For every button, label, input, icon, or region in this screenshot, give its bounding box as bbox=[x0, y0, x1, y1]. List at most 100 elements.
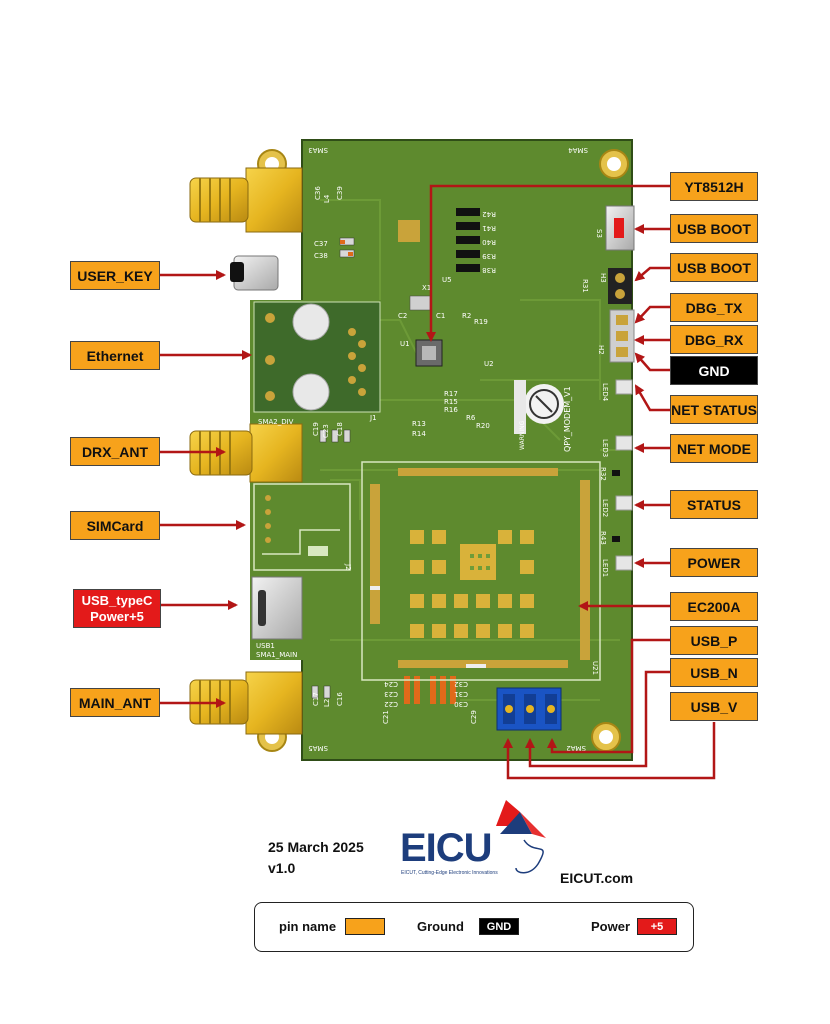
silk-c32: C32 bbox=[454, 680, 468, 688]
silk-h3: H3 bbox=[599, 273, 607, 283]
silk-c21: C21 bbox=[382, 710, 390, 724]
label-net-mode: NET MODE bbox=[670, 434, 758, 463]
usb-jumpers bbox=[496, 687, 562, 731]
silk-r17: R17 bbox=[444, 390, 458, 398]
silk-c1: C1 bbox=[436, 312, 445, 320]
legend-ground-label: Ground bbox=[417, 919, 464, 934]
label-dbg-rx: DBG_RX bbox=[670, 325, 758, 354]
label-user-key: USER_KEY bbox=[70, 261, 160, 290]
silk-c31: C31 bbox=[454, 690, 468, 698]
user-key-button bbox=[230, 255, 279, 291]
label-usb-typec: USB_typeC Power+5 bbox=[73, 589, 161, 628]
silk-r42: R42 bbox=[482, 210, 496, 218]
arrow-net-status bbox=[634, 384, 670, 412]
silk-c17: C17 bbox=[312, 692, 320, 706]
silk-led1: LED1 bbox=[601, 559, 609, 577]
silk-u2: U2 bbox=[484, 360, 494, 368]
legend-power-label: Power bbox=[591, 919, 631, 934]
silk-r33: R33 bbox=[291, 279, 299, 293]
label-usb-p: USB_P bbox=[670, 626, 758, 655]
label-yt8512h: YT8512H bbox=[670, 172, 758, 201]
warning-logo bbox=[514, 380, 564, 434]
silk-c23b: C23 bbox=[384, 690, 398, 698]
silk-r31: R31 bbox=[581, 279, 589, 293]
silk-c24: C24 bbox=[384, 680, 398, 688]
label-usb-boot-header: USB BOOT bbox=[670, 253, 758, 282]
usb-boot-switch bbox=[605, 205, 635, 251]
silk-r39: R39 bbox=[482, 252, 496, 260]
silk-c30: C30 bbox=[454, 700, 468, 708]
silk-c18: C18 bbox=[336, 422, 344, 436]
silk-u5: U5 bbox=[442, 276, 452, 284]
arrow-usb-boot-header bbox=[634, 266, 670, 282]
arrow-usb-n bbox=[525, 670, 670, 768]
legend-pin-name-label: pin name bbox=[279, 919, 337, 934]
silk-c36: C36 bbox=[314, 186, 322, 200]
eicu-logo: EICU bbox=[400, 826, 493, 870]
leds bbox=[612, 379, 633, 571]
silk-j2: J2 bbox=[344, 563, 352, 571]
silk-c19: C19 bbox=[312, 422, 320, 436]
silk-x1: X1 bbox=[422, 284, 431, 292]
silk-sma1-main: SMA1_MAIN bbox=[256, 651, 297, 659]
silk-r19: R19 bbox=[474, 318, 488, 326]
silk-c22: C22 bbox=[384, 700, 398, 708]
silk-u1: U1 bbox=[400, 340, 410, 348]
silk-l2: L2 bbox=[323, 699, 331, 707]
legend-box: pin name Ground GND Power +5 bbox=[254, 902, 694, 952]
simcard-holder bbox=[253, 483, 351, 571]
silk-ant-wifi: ANT_WIFI bbox=[258, 244, 291, 252]
silk-sma2: SMA2 bbox=[566, 744, 586, 752]
label-usb-typec-line2: Power+5 bbox=[90, 608, 144, 624]
silk-c23: C23 bbox=[322, 424, 330, 438]
legend-pin-name-swatch bbox=[345, 918, 385, 935]
silk-r20: R20 bbox=[476, 422, 490, 430]
label-power: POWER bbox=[670, 548, 758, 577]
silk-sma5: SMA5 bbox=[308, 744, 328, 752]
silk-sma2-div: SMA2_DIV bbox=[258, 418, 294, 426]
label-status: STATUS bbox=[670, 490, 758, 519]
silk-r14: R14 bbox=[412, 430, 426, 438]
eicu-logo-tagline: EICUT, Cutting-Edge Electronic Innovatio… bbox=[401, 870, 498, 876]
silk-led4: LED4 bbox=[601, 383, 609, 402]
resistor-bank bbox=[456, 208, 480, 272]
sma-wifi-connector bbox=[189, 167, 303, 233]
silk-c29: C29 bbox=[470, 710, 478, 724]
label-usb-n: USB_N bbox=[670, 658, 758, 687]
footer-date: 25 March 2025 bbox=[268, 839, 364, 855]
silk-r13: R13 bbox=[412, 420, 426, 428]
footer-version: v1.0 bbox=[268, 860, 296, 876]
label-drx-ant: DRX_ANT bbox=[70, 437, 160, 466]
silk-h2: H2 bbox=[597, 345, 605, 355]
silk-c37: C37 bbox=[314, 240, 328, 248]
silk-board-name: QPY_MODEM_V1 bbox=[563, 386, 572, 452]
arrow-usb-v bbox=[503, 722, 716, 780]
silk-warning: WARNING bbox=[519, 420, 526, 450]
arrow-yt8512h bbox=[426, 184, 670, 342]
usb-typec-port bbox=[251, 576, 303, 640]
arrow-gnd bbox=[634, 352, 670, 372]
arrow-dbg-tx bbox=[634, 305, 670, 324]
silk-r41: R41 bbox=[482, 224, 496, 232]
silk-sma3: SMA3 bbox=[308, 146, 328, 154]
silk-r16: R16 bbox=[444, 406, 458, 414]
silk-r6: R6 bbox=[466, 414, 476, 422]
label-dbg-tx: DBG_TX bbox=[670, 293, 758, 322]
silk-u21: U21 bbox=[591, 661, 599, 675]
label-net-status: NET STATUS bbox=[670, 395, 758, 424]
usb-boot-header bbox=[608, 268, 632, 304]
silk-r32: R32 bbox=[599, 467, 607, 481]
silk-r15: R15 bbox=[444, 398, 458, 406]
label-usb-typec-line1: USB_typeC bbox=[81, 592, 153, 608]
silk-led3: LED3 bbox=[601, 439, 609, 457]
ethernet-jack bbox=[253, 301, 381, 413]
silk-l4: L4 bbox=[323, 194, 331, 203]
silk-j1: J1 bbox=[369, 414, 377, 422]
ec200a-module bbox=[361, 461, 601, 681]
phy-ic-yt8512h bbox=[415, 339, 443, 367]
silk-s3: S3 bbox=[595, 229, 603, 238]
silk-r43: R43 bbox=[599, 531, 607, 545]
silk-c38: C38 bbox=[314, 252, 328, 260]
silk-usb1: USB1 bbox=[256, 642, 275, 650]
label-ec200a: EC200A bbox=[670, 592, 758, 621]
